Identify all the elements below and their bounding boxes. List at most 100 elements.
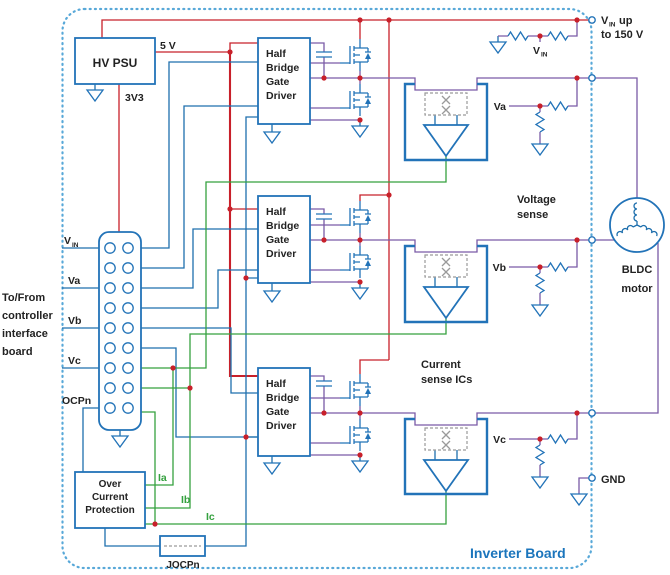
svg-text:Vc: Vc [68,355,81,367]
svg-text:Current: Current [92,492,129,503]
junction-dots [152,17,580,527]
svg-text:sense ICs: sense ICs [421,374,472,386]
svg-text:BLDC: BLDC [622,264,653,276]
shunt-x-icon [441,257,451,277]
svg-text:interface: interface [2,328,48,340]
svg-text:OCPn: OCPn [62,395,91,407]
driver2-box [257,195,311,284]
interface-connector [98,231,142,431]
svg-text:Bridge: Bridge [266,220,299,232]
svg-text:Va: Va [494,101,506,113]
driver1-box [257,37,311,125]
voltage-sense-label: Voltage sense [517,194,556,221]
connector-signal-labels: V IN Va Vb Vc OCPn [62,235,91,407]
phase-current-labels: Ia Ib Ic [158,472,215,523]
red-power-wires [101,19,589,378]
svg-text:To/From: To/From [2,292,45,304]
ic-wire [141,411,447,525]
svg-text:Current: Current [421,359,461,371]
svg-text:Half: Half [266,206,286,218]
current-sense-label: Current sense ICs [421,359,472,386]
svg-text:IN: IN [609,22,616,29]
bootstrap-cap-wires [310,42,325,413]
svg-text:up: up [619,15,633,27]
amplifier-icon [422,124,470,158]
board-title: Inverter Board [470,545,566,561]
blue-signal-wires [62,36,499,547]
svg-text:Driver: Driver [266,248,296,260]
bldc-motor-icon [609,197,665,253]
rail-3v3-label: 3V3 [125,92,144,104]
svg-text:Bridge: Bridge [266,392,299,404]
shunt-x-icon [441,430,451,450]
svg-text:board: board [2,346,33,358]
bootstrap-capacitor-icons [316,51,332,387]
svg-text:Gate: Gate [266,234,290,246]
current-sense-ic-1 [403,82,489,162]
phase-b-wire [310,239,615,253]
ia-wire [141,156,447,486]
vin-terminal-label: V IN up to 150 V [601,15,644,41]
svg-text:Vb: Vb [493,262,506,274]
svg-text:V: V [601,15,609,27]
divider-labels: V IN Va Vb Vc [493,45,548,446]
svg-text:Va: Va [68,275,80,287]
svg-text:Vb: Vb [68,315,81,327]
gnd-terminal-label: GND [601,474,626,486]
svg-text:V: V [533,45,540,57]
gnd-terminal-wire [578,477,589,494]
driver1-pwm-wires [141,61,258,269]
svg-text:motor: motor [621,283,653,295]
purple-phase-wires [310,20,659,494]
shunt-x-icon [441,95,451,115]
amplifier-icon [422,286,470,320]
svg-text:Driver: Driver [266,90,296,102]
svg-text:Over: Over [99,479,122,490]
vb-divider-wires [509,240,578,305]
driver2-label: Half Bridge Gate Driver [266,206,299,260]
jocpn-jumper-box [159,535,206,557]
driver3-box [257,367,311,457]
svg-text:Ic: Ic [206,511,215,523]
phase-c-wire [310,243,659,426]
amplifier-icon [422,459,470,493]
driver3-pwm-wires [141,327,258,438]
svg-text:Driver: Driver [266,420,296,432]
svg-text:Voltage: Voltage [517,194,556,206]
svg-text:controller: controller [2,310,53,322]
driver3-label: Half Bridge Gate Driver [266,378,299,432]
rail5v-bus [228,52,258,378]
connector-pins [104,242,134,414]
vc-divider-wires [509,413,578,477]
ocp-box [74,471,146,529]
svg-text:V: V [64,235,71,247]
svg-text:Ia: Ia [158,472,167,484]
jocpn-label: JOCPn [166,560,199,571]
hv-psu-box [74,37,156,85]
vin-top-bus-wire [101,19,589,38]
svg-text:Gate: Gate [266,406,290,418]
source-sense-wires [310,119,360,456]
ib-wire [141,318,447,509]
svg-text:Half: Half [266,378,286,390]
svg-text:IN: IN [541,52,548,59]
rail-5v-label: 5 V [160,40,176,52]
driver2-pwm-wires [141,228,258,309]
rail5v-taps [155,42,258,210]
svg-text:Vc: Vc [493,434,506,446]
amp-input-stubs [434,115,458,460]
jocpn-bus-wire [104,116,258,547]
gate-drive-wires [310,62,340,444]
svg-text:Half: Half [266,48,286,60]
bldc-motor-label: BLDC motor [621,264,653,295]
current-sense-ic-2 [403,244,489,324]
vin-drain-bus [359,20,390,374]
ocpn-wire [82,407,99,472]
phase-a-wire [310,77,638,198]
svg-text:sense: sense [517,209,548,221]
svg-text:to 150 V: to 150 V [601,29,644,41]
ocp-label: Over Current Protection [85,479,134,516]
hv-psu-label: HV PSU [93,56,138,70]
